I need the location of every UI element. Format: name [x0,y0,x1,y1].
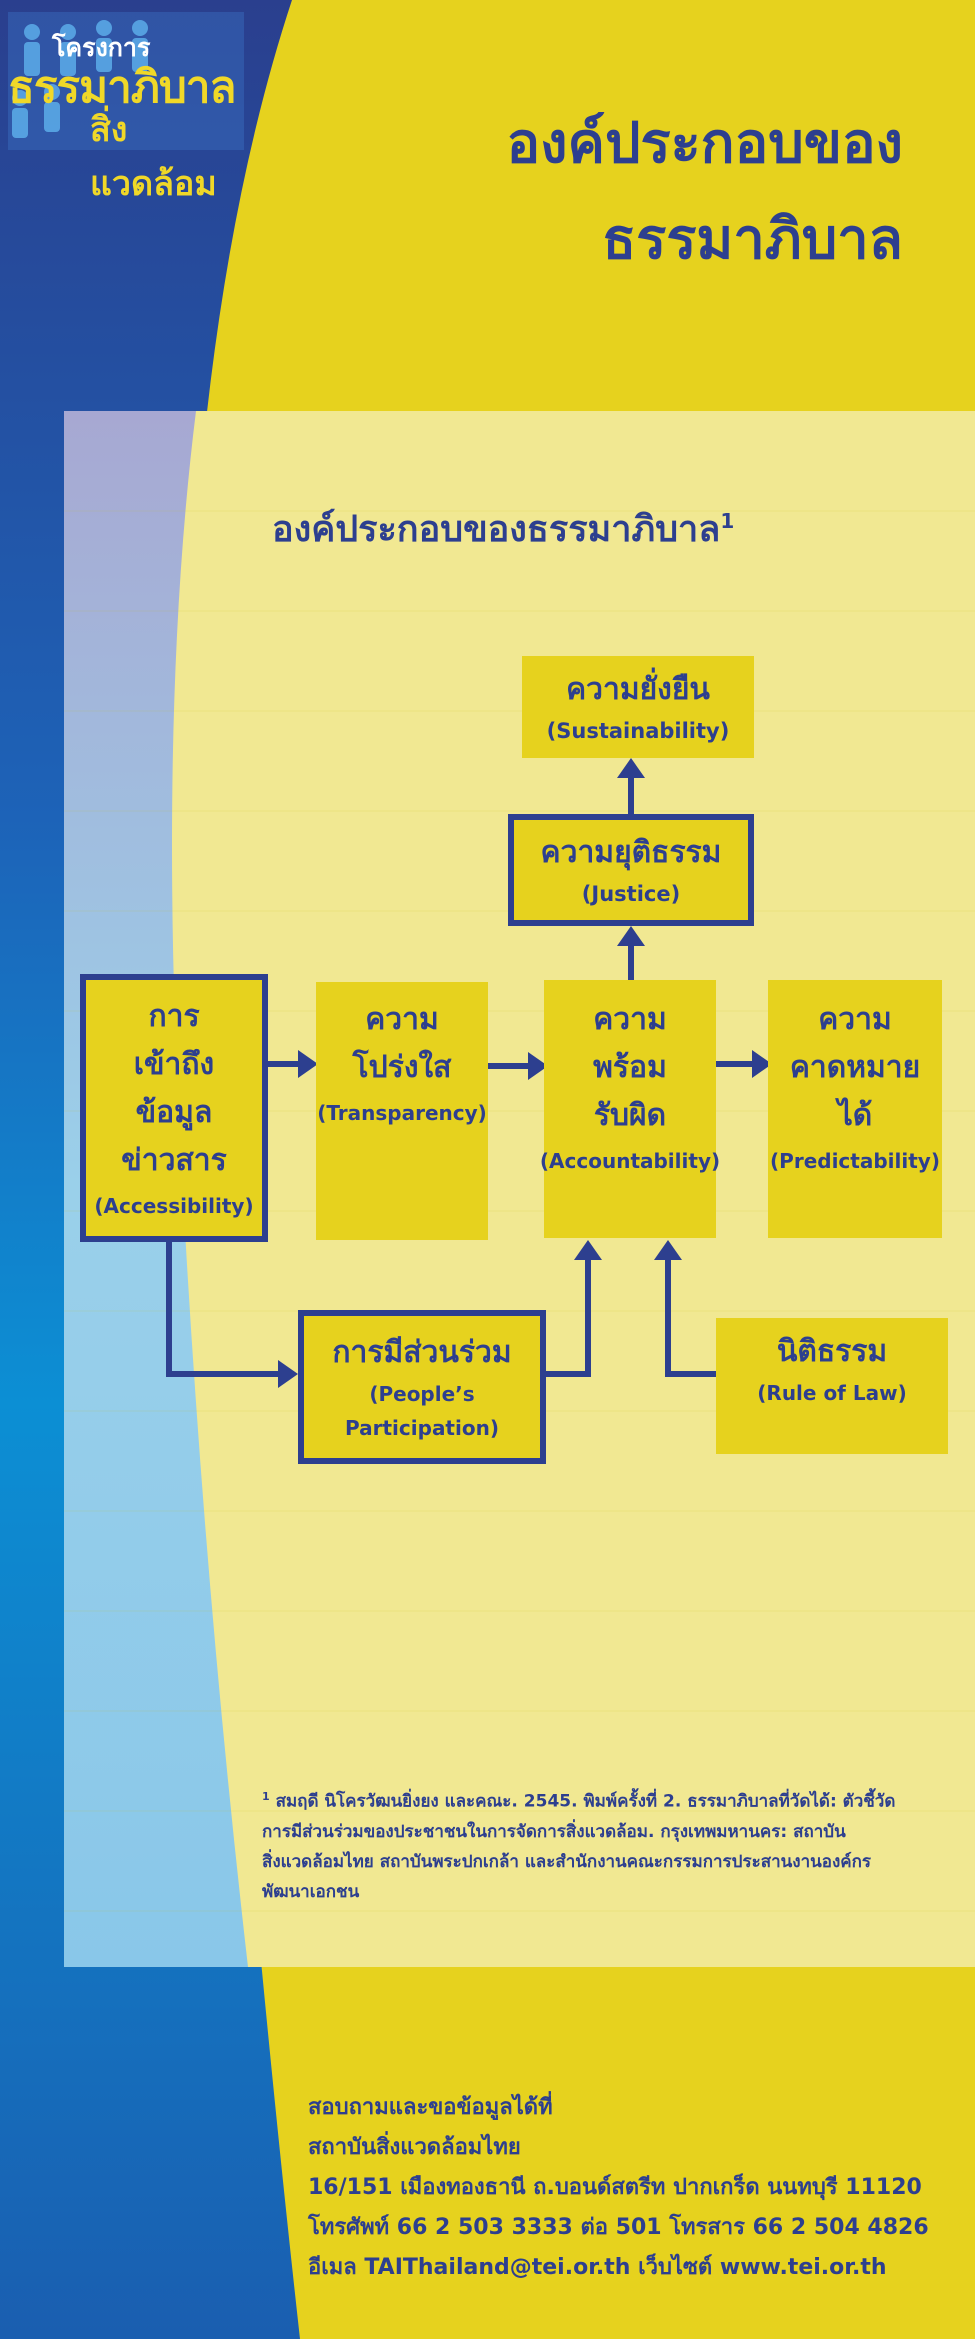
node-predictability-th-3: ได้ [837,1098,873,1133]
footnote-marker: 1 [262,1790,270,1803]
node-accessibility-th-1: การ [148,999,200,1034]
contact-line-4: โทรศัพท์ 66 2 503 3333 ต่อ 501 โทรสาร 66… [308,2215,929,2240]
node-predictability-en: (Predictability) [770,1149,940,1173]
node-rule-of-law-en: (Rule of Law) [757,1381,907,1405]
footnote-line-3: สิ่งแวดล้อมไทย สถาบันพระปกเกล้า และสำนัก… [262,1851,872,1872]
poster-title-line-2: ธรรมาภิบาล [602,207,903,272]
node-participation-en-1: (People’s [369,1382,475,1406]
node-predictability-th-2: คาดหมาย [789,1050,921,1085]
node-accountability-th-2: พร้อม [593,1050,667,1085]
node-rule-of-law: นิติธรรม (Rule of Law) [716,1318,948,1454]
poster-title: องค์ประกอบของ ธรรมาภิบาล [507,96,903,288]
node-participation: การมีส่วนร่วม (People’s Participation) [298,1310,546,1464]
contact-line-2: สถาบันสิ่งแวดล้อมไทย [308,2135,521,2160]
arrow-to-accountability [528,1052,548,1080]
arrow-to-predictability [752,1050,772,1078]
arrow-to-justice [617,926,645,946]
arrow-participation-to-accountability [574,1240,602,1260]
arrow-to-sustainability [617,758,645,778]
node-accessibility-en: (Accessibility) [94,1194,254,1218]
node-predictability: ความ คาดหมาย ได้ (Predictability) [768,980,942,1238]
logo-line-1: โครงการ [52,33,151,62]
contact-line-5: อีเมล TAIThailand@tei.or.th เว็บไซต์ www… [308,2255,887,2280]
node-accountability-th-3: รับผิด [593,1098,667,1133]
poster-title-line-1: องค์ประกอบของ [506,111,903,176]
footnote-line-4: พัฒนาเอกชน [262,1881,360,1902]
diagram-title-text: องค์ประกอบของธรรมาภิบาล [272,509,721,550]
diagram-title: องค์ประกอบของธรรมาภิบาล1 [272,500,734,557]
node-accountability-th-1: ความ [593,1002,667,1037]
node-sustainability-th: ความยั่งยืน [566,672,710,707]
node-sustainability: ความยั่งยืน (Sustainability) [522,656,754,758]
footnote-line-2: การมีส่วนร่วมของประชาชนในการจัดการสิ่งแว… [262,1821,846,1842]
node-rule-of-law-th: นิติธรรม [776,1334,888,1369]
diagram-title-footnote-ref: 1 [720,509,735,533]
logo-line-3: สิ่งแวดล้อม [90,110,217,204]
project-logo: โครงการ ธรรมาภิบาล สิ่งแวดล้อม [8,12,244,204]
node-transparency-en: (Transparency) [317,1101,487,1125]
node-participation-th: การมีส่วนร่วม [332,1335,512,1370]
node-accountability: ความ พร้อม รับผิด (Accountability) [540,980,720,1238]
contact-info: สอบถามและขอข้อมูลได้ที่ สถาบันสิ่งแวดล้อ… [308,2088,929,2288]
footnote-line-1-text: สมฤดี นิโครวัฒนยิ่งยง และคณะ. 2545. พิมพ… [269,1791,896,1812]
logo-people-icon [8,12,244,150]
node-accessibility-th-3: ข้อมูล [135,1095,213,1130]
footnote: 1 สมฤดี นิโครวัฒนยิ่งยง และคณะ. 2545. พิ… [262,1782,952,1907]
logo-line-2: ธรรมาภิบาล [8,62,236,113]
contact-line-1: สอบถามและขอข้อมูลได้ที่ [308,2095,553,2120]
node-accountability-en: (Accountability) [539,1149,721,1173]
node-participation-en-2: Participation) [345,1416,499,1440]
node-justice-th: ความยุติธรรม [540,835,722,870]
node-accessibility-th-2: เข้าถึง [133,1047,215,1082]
node-sustainability-en: (Sustainability) [546,719,730,743]
node-transparency: ความ โปร่งใส (Transparency) [316,982,488,1240]
arrow-to-transparency [298,1050,318,1078]
node-justice-en: (Justice) [581,882,681,906]
node-accessibility: การ เข้าถึง ข้อมูล ข่าวสาร (Accessibilit… [80,974,268,1242]
node-accessibility-th-4: ข่าวสาร [121,1143,227,1178]
arrow-rule-of-law-to-accountability [654,1240,682,1260]
node-transparency-th-2: โปร่งใส [352,1050,452,1085]
contact-line-3: 16/151 เมืองทองธานี ถ.บอนด์สตรีท ปากเกร็… [308,2175,922,2200]
node-predictability-th-1: ความ [818,1002,892,1037]
arrow-heads [278,758,772,1388]
footnote-line-1: 1 สมฤดี นิโครวัฒนยิ่งยง และคณะ. 2545. พิ… [262,1782,952,1817]
node-transparency-th-1: ความ [365,1002,439,1037]
arrow-to-participation [278,1360,298,1388]
node-justice: ความยุติธรรม (Justice) [508,814,754,926]
